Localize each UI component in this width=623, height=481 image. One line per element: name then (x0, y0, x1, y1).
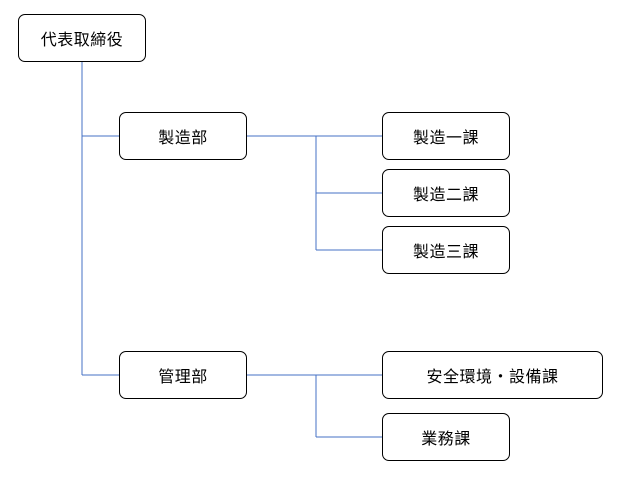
section-box-safety-environment-equipment: 安全環境・設備課 (382, 351, 603, 399)
section-box-manufacturing-2: 製造二課 (382, 169, 510, 217)
section-box-manufacturing-3: 製造三課 (382, 226, 510, 274)
department-box-manufacturing: 製造部 (119, 112, 247, 160)
section-box-manufacturing-1: 製造一課 (382, 112, 510, 160)
root-box: 代表取締役 (18, 14, 146, 62)
department-box-administration: 管理部 (119, 351, 247, 399)
section-box-business: 業務課 (382, 413, 510, 461)
